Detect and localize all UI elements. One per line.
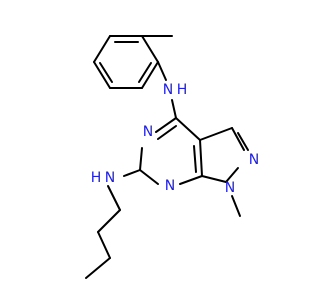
atom-n-methyl-ring: N xyxy=(225,180,235,196)
atom-n-amine-left: N xyxy=(105,170,115,186)
bond-tolyl-nh xyxy=(157,61,167,81)
atom-n-ring-left: N xyxy=(143,124,153,140)
pyrimidine-ring xyxy=(139,117,203,185)
bond-nh-c4 xyxy=(171,99,177,119)
atom-n-top: N xyxy=(163,82,173,98)
tolyl-ring xyxy=(93,35,159,89)
molecule-canvas: N H N N N N N H xyxy=(85,35,260,279)
atom-h-amine-left: H xyxy=(91,170,102,186)
n-methyl xyxy=(231,195,241,217)
molecule-structure: N H N N N N N H xyxy=(85,35,259,279)
butyl-chain xyxy=(85,185,121,279)
atom-h-top: H xyxy=(177,82,188,98)
bond-c6-nh xyxy=(123,169,141,177)
atom-n-pyrazole-right: N xyxy=(249,152,259,168)
pyrazole-ring xyxy=(199,127,249,183)
atom-n-ring-bottom: N xyxy=(165,178,175,194)
